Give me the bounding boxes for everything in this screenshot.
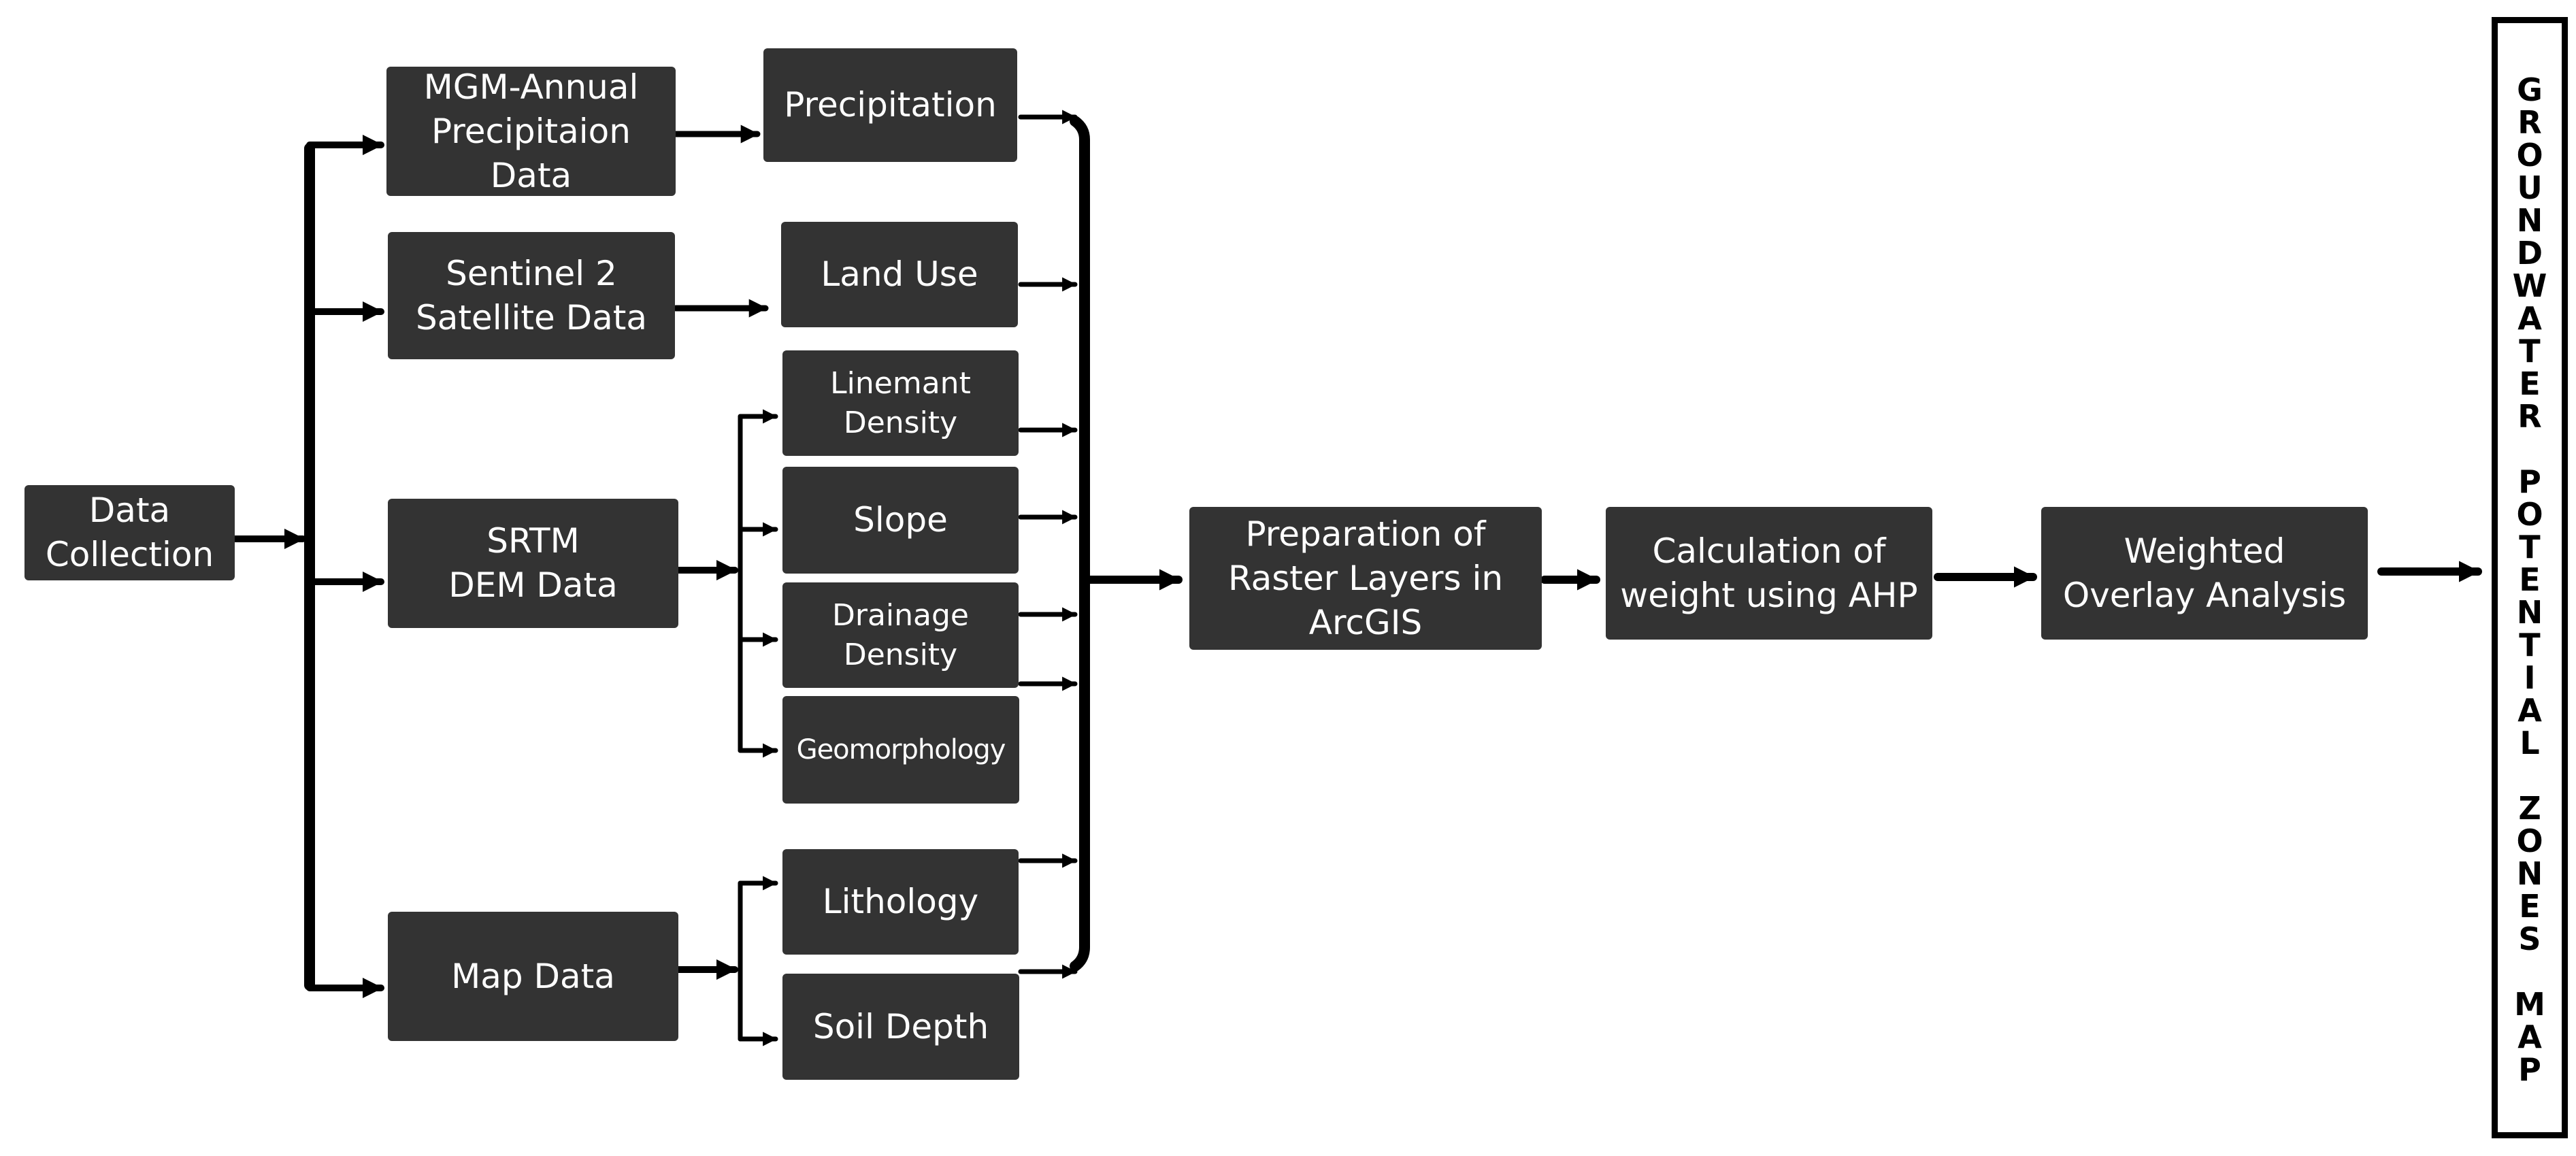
sentinel-satellite-data-box: Sentinel 2 Satellite Data	[388, 232, 675, 359]
merge-bus-line	[1070, 116, 1090, 972]
soil-depth-box: Soil Depth	[782, 974, 1019, 1080]
lineament-density-box: Linemant Density	[782, 350, 1019, 456]
lithology-box: Lithology	[782, 849, 1019, 955]
mgm-precipitation-data-box: MGM-Annual Precipitaion Data	[386, 67, 676, 196]
geomorphology-box: Geomorphology	[782, 696, 1019, 804]
raster-layers-box: Preparation of Raster Layers in ArcGIS	[1189, 507, 1542, 650]
weighted-overlay-box: Weighted Overlay Analysis	[2041, 507, 2368, 640]
data-collection-box: Data Collection	[24, 485, 235, 580]
ahp-weight-calculation-box: Calculation of weight using AHP	[1606, 507, 1932, 640]
groundwater-potential-zones-map-label: GROUNDWATER POTENTIAL ZONES MAP	[2511, 71, 2548, 1084]
land-use-box: Land Use	[781, 222, 1018, 327]
groundwater-potential-zones-map-box: GROUNDWATER POTENTIAL ZONES MAP	[2492, 17, 2568, 1138]
map-data-box: Map Data	[388, 912, 678, 1041]
slope-box: Slope	[782, 467, 1019, 574]
srtm-dem-data-box: SRTM DEM Data	[388, 499, 678, 628]
precipitation-box: Precipitation	[763, 48, 1017, 162]
drainage-density-box: Drainage Density	[782, 582, 1019, 688]
